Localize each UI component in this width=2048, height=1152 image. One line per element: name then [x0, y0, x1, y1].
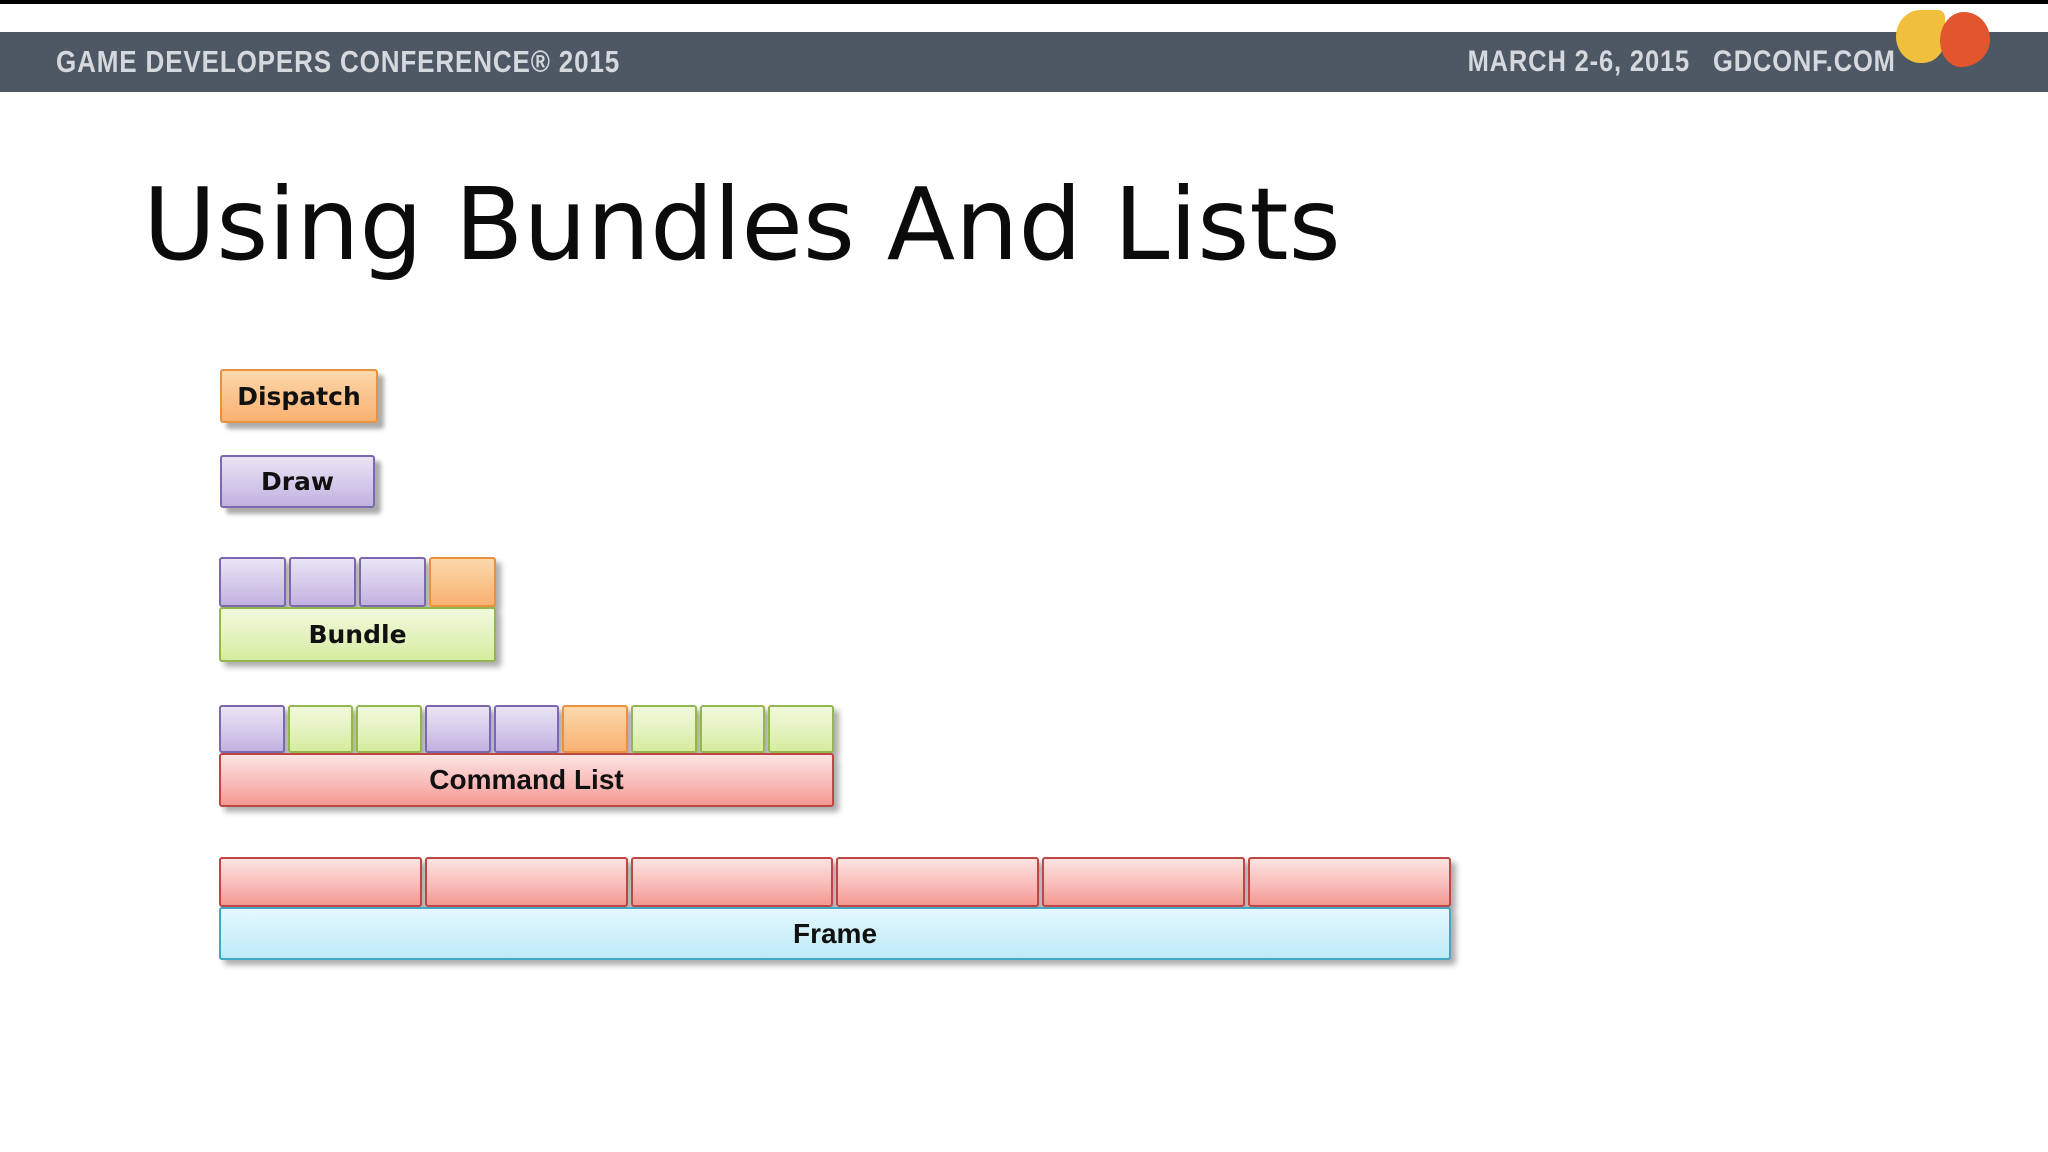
green-block [287, 705, 354, 753]
command-list-group: Command List [219, 705, 835, 807]
frame-bar: Frame [219, 907, 1451, 960]
green-block [356, 705, 423, 753]
red-block [1042, 857, 1246, 907]
purple-block [359, 557, 426, 607]
red-block [219, 857, 422, 907]
frame-blocks-row [219, 857, 1451, 907]
header-right-group: MARCH 2-6, 2015 GDCONF.COM [1468, 32, 1896, 92]
command-list-bar: Command List [219, 753, 834, 807]
frame-group: Frame [219, 857, 1451, 960]
purple-block [493, 705, 560, 753]
conference-dates: MARCH 2-6, 2015 [1467, 45, 1691, 78]
purple-block [289, 557, 356, 607]
orange-block [429, 557, 496, 607]
command-list-blocks-row [219, 705, 835, 753]
command-list-label: Command List [429, 764, 624, 795]
dispatch-label: Dispatch [237, 381, 361, 411]
draw-label: Draw [260, 467, 335, 496]
conference-title: GAME DEVELOPERS CONFERENCE® 2015 [56, 44, 621, 79]
gdc-logo-orange-shape [1940, 12, 1990, 67]
red-block [424, 857, 628, 907]
green-block [631, 705, 697, 753]
bundle-blocks-row [219, 557, 496, 607]
gdc-logo-yellow-shape [1896, 10, 1945, 63]
purple-block [219, 705, 285, 753]
orange-block [562, 705, 629, 753]
purple-block [219, 557, 286, 607]
red-block [836, 857, 1040, 907]
bundle-group: Bundle [219, 557, 496, 662]
frame-label: Frame [792, 917, 878, 949]
gdc-logo [1896, 8, 1996, 70]
conference-website: GDCONF.COM [1713, 45, 1896, 78]
red-block [1248, 857, 1451, 907]
purple-block [425, 705, 491, 753]
green-block [768, 705, 835, 753]
slide-title: Using Bundles And Lists [143, 166, 1341, 283]
top-black-strip [0, 0, 2048, 4]
green-block [699, 705, 766, 753]
dispatch-box: Dispatch [220, 369, 378, 423]
bundle-bar: Bundle [219, 607, 496, 662]
draw-box: Draw [220, 455, 375, 508]
bundle-label: Bundle [308, 620, 407, 649]
red-block [630, 857, 834, 907]
gdc-header-bar: GAME DEVELOPERS CONFERENCE® 2015 MARCH 2… [0, 32, 2048, 92]
